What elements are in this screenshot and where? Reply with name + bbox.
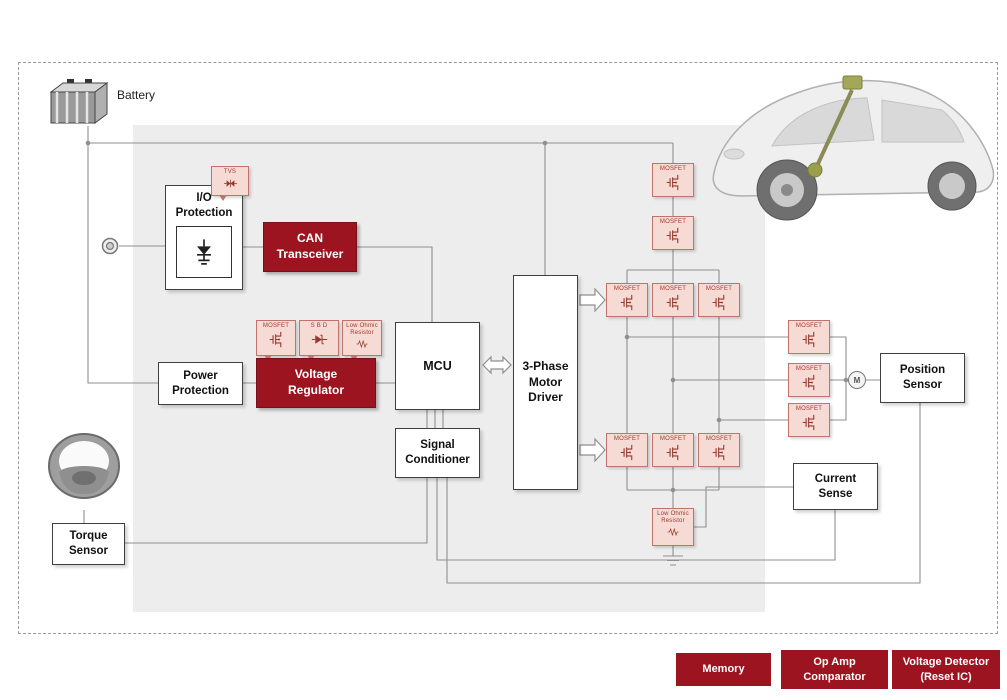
resistor-symbol-icon xyxy=(356,340,368,348)
mosfet-label: MOSFET xyxy=(262,323,290,329)
mosfet-block[interactable]: MOSFET xyxy=(606,283,648,317)
car-illustration xyxy=(712,75,995,221)
sbd-label: S B D xyxy=(310,323,328,329)
sbd-callout[interactable]: S B D xyxy=(299,320,339,361)
tvs-callout[interactable]: TVS xyxy=(211,166,249,201)
mosfet-block[interactable]: MOSFET xyxy=(788,403,830,437)
mosfet-block[interactable]: MOSFET xyxy=(652,433,694,467)
tvs-label: TVS xyxy=(223,169,237,175)
esd-protection-symbol xyxy=(176,225,232,278)
mosfet-symbol-icon xyxy=(801,414,814,431)
low-ohmic-resistor-callout[interactable]: Low Ohmic Resistor xyxy=(342,320,382,361)
power-protection-block: Power Protection xyxy=(158,362,243,405)
mcu-label: MCU xyxy=(423,358,452,373)
mosfet-block[interactable]: MOSFET xyxy=(788,363,830,397)
can-transceiver-block[interactable]: CAN Transceiver xyxy=(263,222,357,272)
can-transceiver-label: CAN Transceiver xyxy=(276,231,344,261)
io-protection-block: I/O Protection xyxy=(165,185,243,290)
torque-sensor-label: Torque Sensor xyxy=(69,530,108,557)
mosfet-symbol-icon xyxy=(801,374,814,391)
signal-conditioner-block: Signal Conditioner xyxy=(395,428,480,478)
position-sensor-label: Position Sensor xyxy=(899,364,946,391)
zener-diode-icon xyxy=(196,238,212,265)
low-ohmic-resistor-block[interactable]: Low Ohmic Resistor xyxy=(652,508,694,546)
mosfet-symbol-icon xyxy=(619,294,632,311)
mosfet-symbol-icon xyxy=(711,294,724,311)
battery-icon xyxy=(49,79,109,124)
steering-wheel-illustration xyxy=(48,433,120,499)
low-ohmic-resistor-label: Low Ohmic Resistor xyxy=(346,323,378,336)
voltage-detector-button[interactable]: Voltage Detector (Reset IC) xyxy=(892,650,1000,689)
position-sensor-block: Position Sensor xyxy=(880,353,965,403)
motor-symbol: M xyxy=(848,371,866,389)
mosfet-block[interactable]: MOSFET xyxy=(788,320,830,354)
power-protection-label: Power Protection xyxy=(172,369,229,397)
diagram-boundary xyxy=(18,62,998,634)
mosfet-block[interactable]: MOSFET xyxy=(698,433,740,467)
mosfet-symbol-icon xyxy=(665,444,678,461)
mcu-block: MCU xyxy=(395,322,480,410)
schottky-diode-icon xyxy=(310,334,328,345)
mosfet-symbol-icon xyxy=(268,331,281,348)
mosfet-block[interactable]: MOSFET xyxy=(652,163,694,197)
battery-label: Battery xyxy=(117,88,156,102)
mosfet-block[interactable]: MOSFET xyxy=(652,216,694,250)
voltage-regulator-label: Voltage Regulator xyxy=(287,367,344,397)
mosfet-block[interactable]: MOSFET xyxy=(652,283,694,317)
mosfet-callout[interactable]: MOSFET xyxy=(256,320,296,361)
signal-conditioner-label: Signal Conditioner xyxy=(405,439,470,466)
mosfet-symbol-icon xyxy=(801,331,814,348)
mosfet-symbol-icon xyxy=(665,174,678,191)
tvs-diode-icon xyxy=(223,179,237,188)
memory-button[interactable]: Memory xyxy=(676,653,771,686)
torque-sensor-block: Torque Sensor xyxy=(52,523,125,565)
current-sense-label: Current Sense xyxy=(814,472,857,500)
mosfet-block[interactable]: MOSFET xyxy=(698,283,740,317)
voltage-regulator-block[interactable]: Voltage Regulator xyxy=(256,358,376,408)
mosfet-block[interactable]: MOSFET xyxy=(606,433,648,467)
op-amp-comparator-button[interactable]: Op Amp Comparator xyxy=(781,650,888,689)
mosfet-symbol-icon xyxy=(665,227,678,244)
motor-driver-block: 3-Phase Motor Driver xyxy=(513,275,578,490)
mosfet-symbol-icon xyxy=(711,444,724,461)
motor-label: M xyxy=(853,375,861,385)
mosfet-symbol-icon xyxy=(665,294,678,311)
connector-icon xyxy=(101,237,119,255)
motor-driver-label: 3-Phase Motor Driver xyxy=(522,359,569,405)
current-sense-block: Current Sense xyxy=(793,463,878,510)
resistor-symbol-icon xyxy=(667,528,679,536)
mosfet-symbol-icon xyxy=(619,444,632,461)
